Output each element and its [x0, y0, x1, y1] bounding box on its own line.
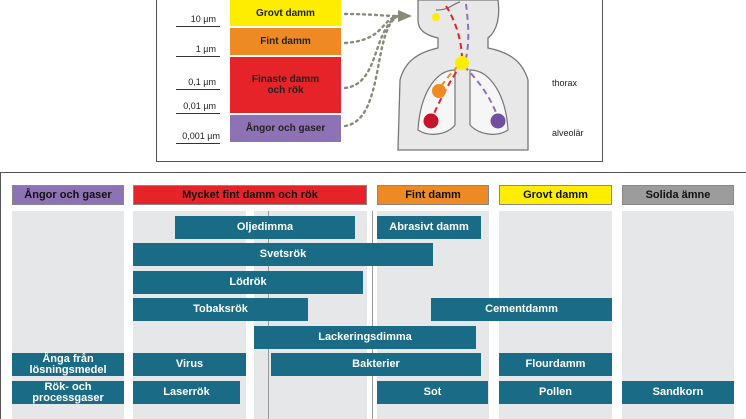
- tick-line: [176, 26, 220, 27]
- header-solida: Solida ämne: [622, 185, 734, 205]
- torso-outline: [397, 0, 529, 151]
- bar-svetsrok: Svetsrök: [133, 243, 433, 266]
- tick-line: [176, 113, 220, 114]
- deposit-red: [423, 113, 439, 129]
- bar-laserrok: Laserrök: [133, 381, 240, 404]
- bar-bakterier: Bakterier: [271, 353, 481, 376]
- band-finaste-damm: Finaste damm och rök: [230, 57, 341, 113]
- tick-1um: 1 µm: [195, 44, 216, 54]
- divider-line: [372, 211, 373, 419]
- dotted-arrow-fint: [343, 14, 400, 45]
- tick-01um: 0,1 µm: [188, 77, 216, 87]
- dotted-arrow-finaste: [343, 14, 400, 90]
- label-alveolar: alveolär: [552, 128, 584, 138]
- tick-line: [176, 56, 220, 57]
- band-angor-gaser: Ångor och gaser: [230, 115, 341, 142]
- bar-flourdamm: Flourdamm: [499, 353, 612, 376]
- header-angor: Ångor och gaser: [12, 185, 124, 205]
- dotted-arrow-grovt: [343, 12, 400, 18]
- tick-line: [176, 143, 220, 144]
- path-purple: [465, 3, 470, 59]
- path-red: [445, 5, 463, 61]
- bar-sot: Sot: [377, 381, 488, 404]
- dotted-arrow-angor: [343, 14, 400, 128]
- bar-abrasivt-damm: Abrasivt damm: [377, 216, 481, 239]
- sources-panel: [0, 172, 746, 419]
- bar-oljedimma: Oljedimma: [175, 216, 355, 239]
- lung-diagram: [343, 0, 529, 151]
- label-thorax: thorax: [552, 78, 578, 88]
- deposit-yellow-nose: [432, 13, 440, 21]
- tick-10um: 10 µm: [190, 14, 216, 24]
- tick-line: [176, 89, 220, 90]
- path-orange: [439, 65, 459, 89]
- bar-anga-losningsmedel: Ånga från lösningsmedel: [12, 353, 124, 376]
- bar-lackeringsdimma: Lackeringsdimma: [254, 326, 476, 349]
- tick-001um: 0,01 µm: [183, 101, 216, 111]
- band-fint-damm: Fint damm: [230, 28, 341, 55]
- bar-pollen: Pollen: [499, 381, 612, 404]
- bar-lodrok: Lödrök: [133, 271, 363, 294]
- bar-sandkorn: Sandkorn: [622, 381, 734, 404]
- tick-0001um: 0,001 µm: [182, 131, 220, 141]
- header-grovt: Grovt damm: [499, 185, 612, 205]
- bar-cementdamm: Cementdamm: [431, 298, 612, 321]
- bar-virus: Virus: [133, 353, 246, 376]
- bar-tobaksrok: Tobaksrök: [133, 298, 308, 321]
- deposit-purple: [490, 113, 506, 129]
- deposit-orange: [432, 84, 446, 98]
- header-fint: Fint damm: [377, 185, 489, 205]
- deposit-yellow: [455, 56, 469, 70]
- bar-rok-processgaser: Rök- och processgaser: [12, 381, 124, 404]
- arrow-head-icon: [398, 10, 412, 22]
- header-mycket-fint: Mycket fint damm och rök: [133, 185, 367, 205]
- band-grovt-damm: Grovt damm: [230, 0, 341, 26]
